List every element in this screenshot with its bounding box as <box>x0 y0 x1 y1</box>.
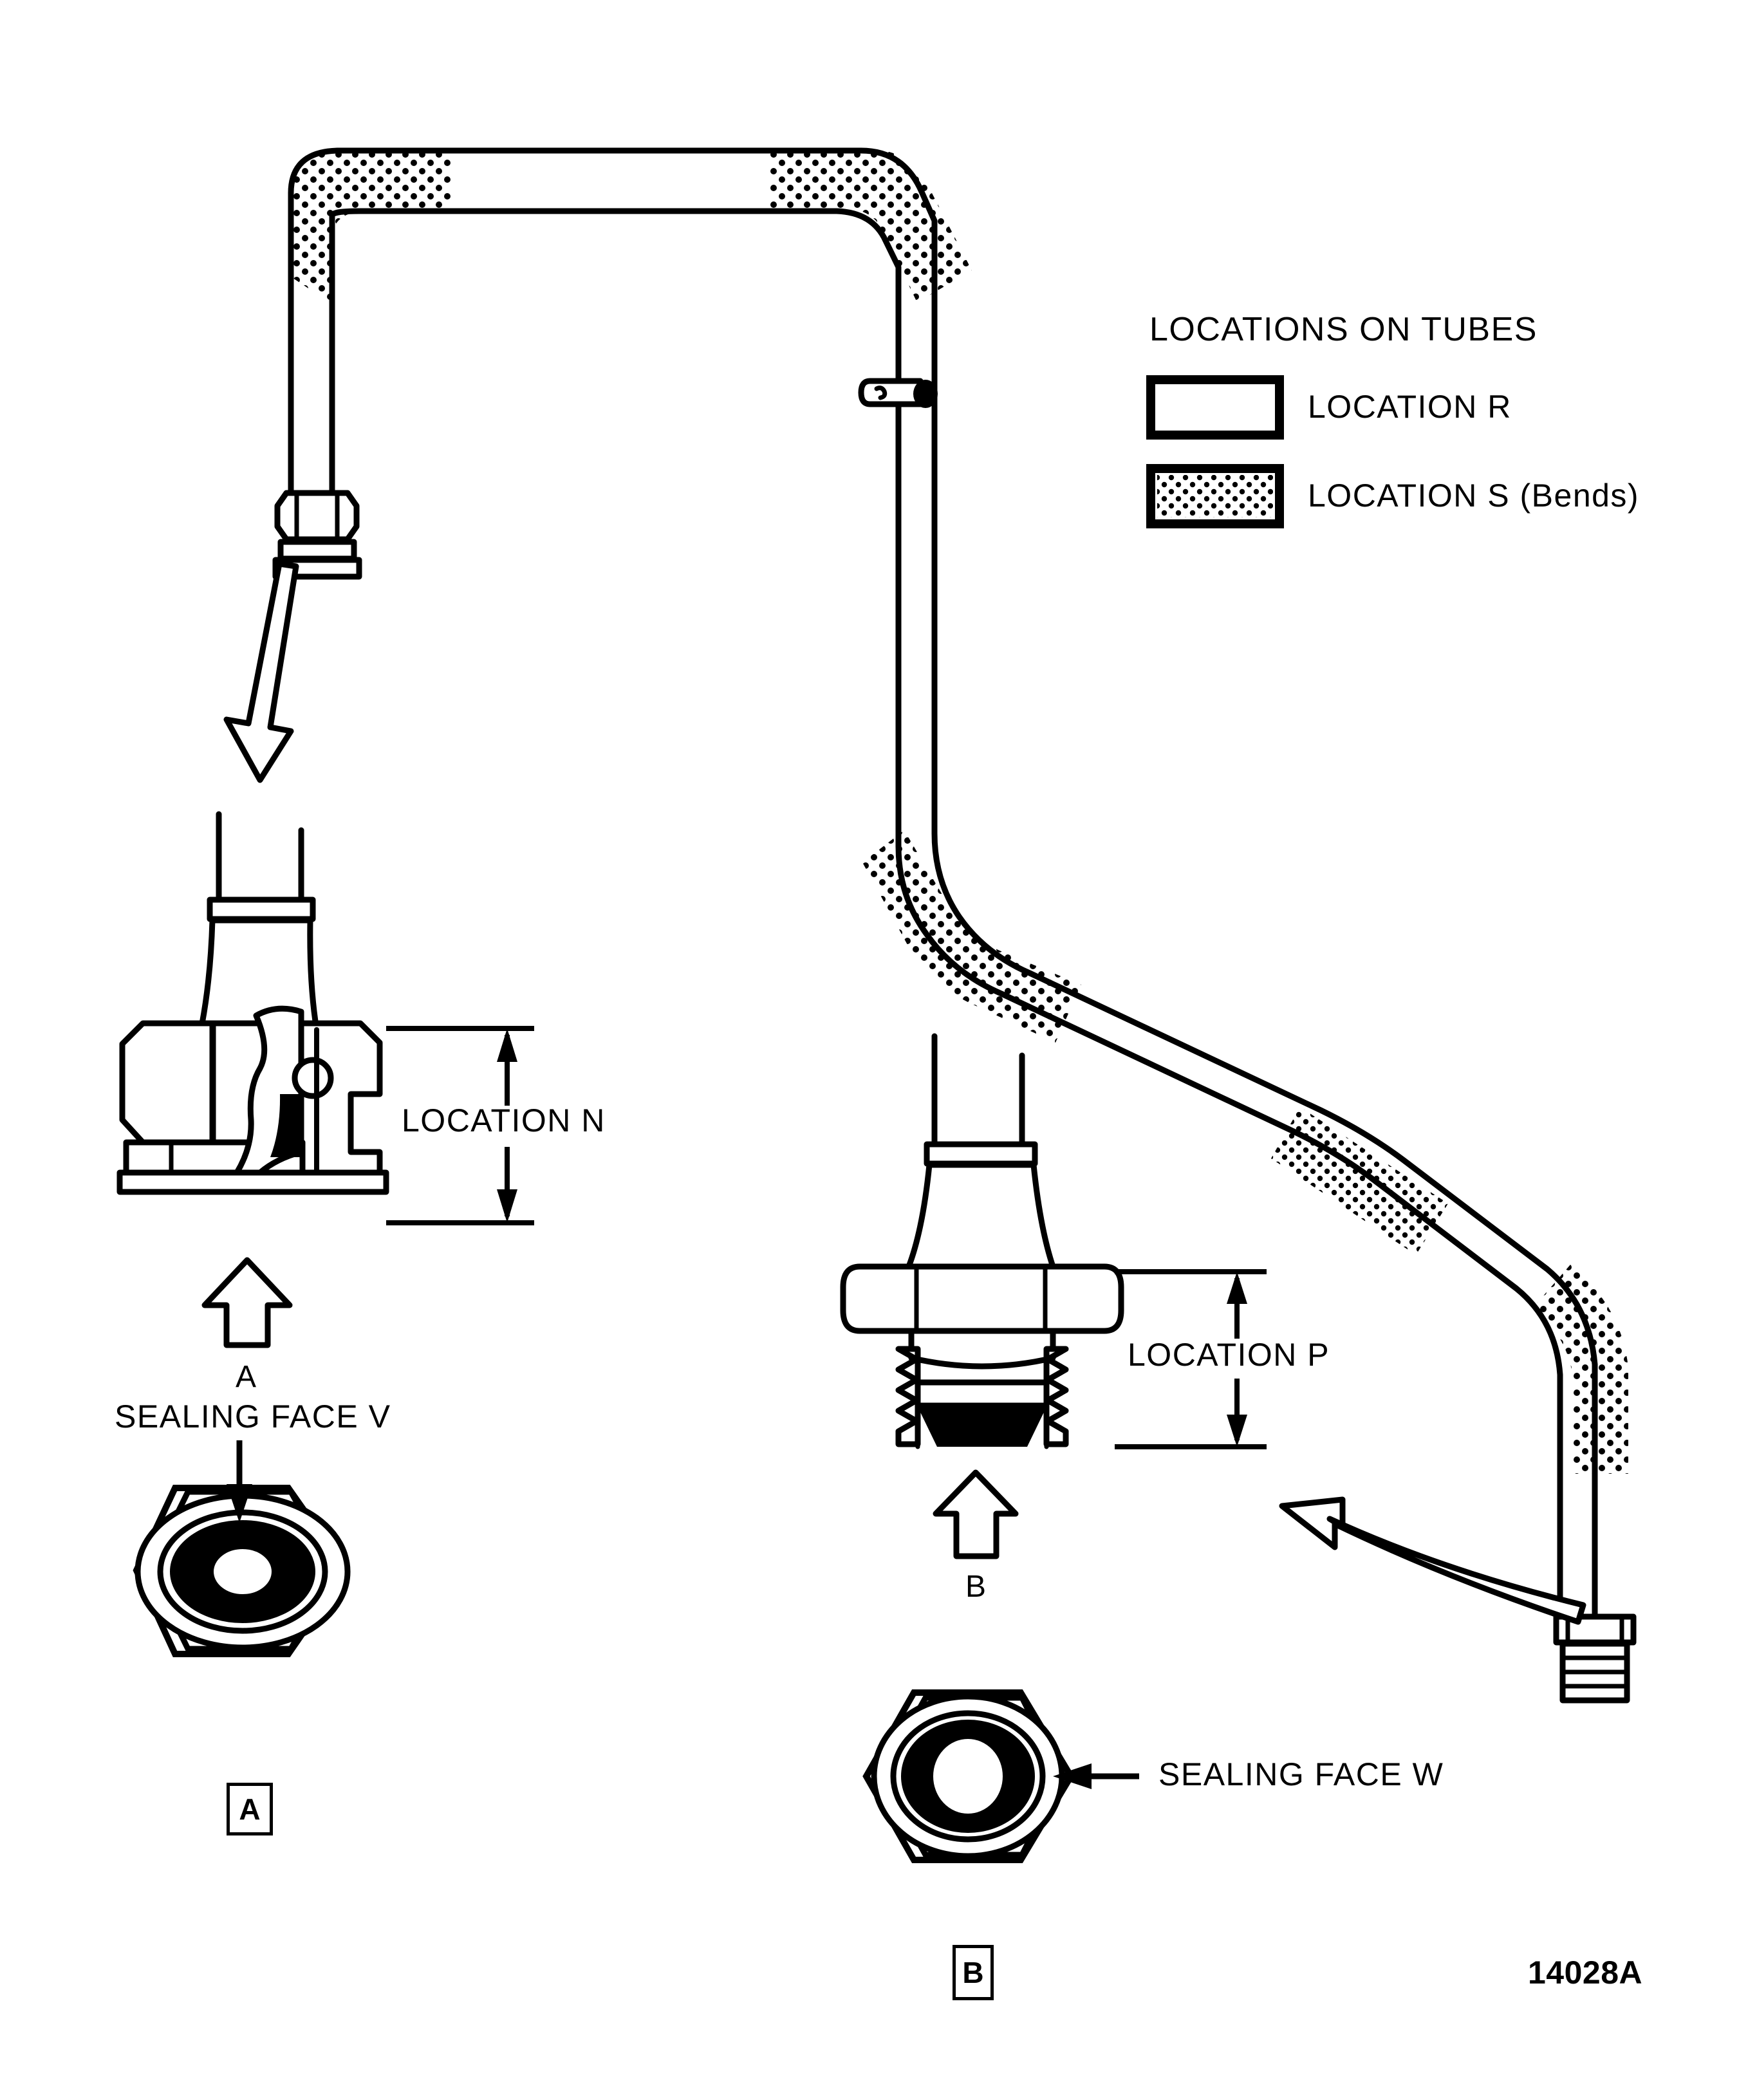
leader-arrow-to-detail-b <box>1279 1496 1586 1625</box>
figure-number: 14028A <box>1528 1955 1643 1991</box>
leader-arrow-to-detail-a <box>223 561 299 783</box>
detail-view-a-fitting <box>116 811 389 1195</box>
detail-view-b-end-face <box>862 1689 1139 1863</box>
legend-title: LOCATIONS ON TUBES <box>1149 311 1538 348</box>
legend-label-location-r: LOCATION R <box>1308 389 1512 425</box>
detail-view-a-end-face <box>133 1440 351 1657</box>
view-direction-arrow-b <box>933 1469 1019 1559</box>
callout-label-sealing-face-w: SEALING FACE W <box>1158 1756 1444 1792</box>
legend-swatch-location-r <box>1146 375 1284 440</box>
dimension-location-n <box>386 1026 534 1225</box>
view-direction-arrow-a <box>201 1257 293 1348</box>
view-tag-b: B <box>953 1945 994 2000</box>
view-tag-a: A <box>227 1783 273 1835</box>
tube-support-clip <box>858 378 938 408</box>
legend-swatch-location-s <box>1146 464 1284 528</box>
legend-label-location-s: LOCATION S (Bends) <box>1308 478 1640 514</box>
dimension-label-location-p: LOCATION P <box>1128 1337 1330 1373</box>
dimension-location-p <box>1115 1269 1267 1449</box>
view-arrow-label-a: A <box>236 1360 257 1394</box>
dimension-label-location-n: LOCATION N <box>402 1102 606 1138</box>
detail-view-b-fitting <box>840 1033 1124 1449</box>
callout-label-sealing-face-v: SEALING FACE V <box>115 1398 391 1435</box>
tube-end-fitting-lower-right <box>1553 1613 1637 1704</box>
legend-swatches <box>1146 375 1284 528</box>
view-arrow-label-b: B <box>965 1570 987 1604</box>
tube-assembly <box>272 147 1637 1704</box>
